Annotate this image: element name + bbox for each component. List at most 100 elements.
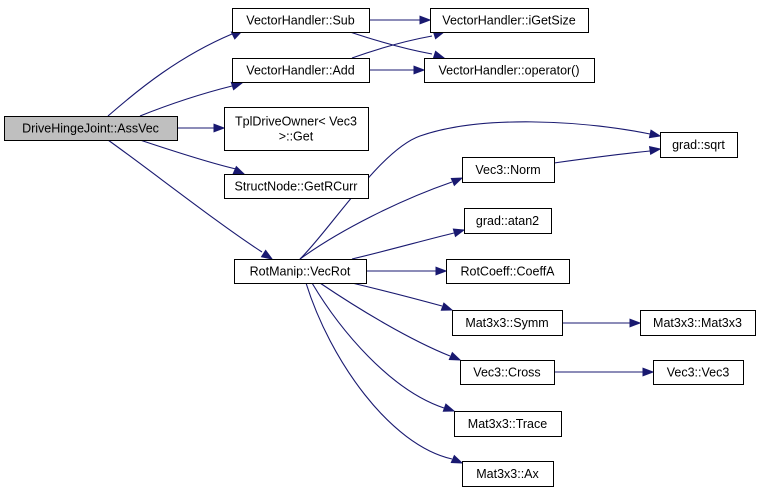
edge-rm-vecrot-to-m-trace bbox=[311, 282, 456, 412]
node-grad-atan2[interactable]: grad::atan2 bbox=[464, 208, 552, 234]
node-tpl-get[interactable]: TplDriveOwner< Vec3>::Get bbox=[224, 107, 369, 151]
edge-line bbox=[351, 35, 433, 59]
node-root[interactable]: DriveHingeJoint::AssVec bbox=[4, 116, 178, 141]
arrowhead-icon bbox=[440, 302, 454, 311]
edge-line bbox=[351, 232, 455, 260]
node-grad-sqrt[interactable]: grad::sqrt bbox=[660, 132, 738, 158]
node-m-ax[interactable]: Mat3x3::Ax bbox=[462, 461, 554, 487]
node-box[interactable] bbox=[462, 157, 555, 183]
edge-vec3-norm-to-grad-sqrt bbox=[553, 146, 662, 164]
node-box[interactable] bbox=[454, 411, 562, 437]
edge-rm-vecrot-to-vec3-norm bbox=[299, 177, 464, 260]
node-box[interactable] bbox=[660, 132, 738, 158]
node-label: Mat3x3::Ax bbox=[476, 467, 539, 481]
edge-vh-add-to-vh-op bbox=[369, 65, 426, 75]
node-label: RotManip::VecRot bbox=[250, 265, 351, 279]
node-rc-coeffa[interactable]: RotCoeff::CoeffA bbox=[446, 259, 570, 284]
arrowhead-icon bbox=[648, 129, 662, 139]
arrowhead-icon bbox=[413, 65, 426, 75]
arrowhead-icon bbox=[452, 228, 466, 238]
node-box[interactable] bbox=[424, 58, 595, 83]
node-label: DriveHingeJoint::AssVec bbox=[22, 122, 159, 136]
node-v-cross[interactable]: Vec3::Cross bbox=[460, 360, 555, 385]
node-box[interactable] bbox=[452, 310, 563, 336]
edge-root-to-sn-getrcurr bbox=[139, 139, 246, 175]
edge-line bbox=[299, 181, 453, 260]
node-box[interactable] bbox=[464, 208, 552, 234]
node-m-symm[interactable]: Mat3x3::Symm bbox=[452, 310, 563, 336]
edge-root-to-rm-vecrot bbox=[107, 139, 274, 260]
node-label: VectorHandler::Sub bbox=[246, 14, 354, 28]
node-label: Mat3x3::Trace bbox=[468, 417, 547, 431]
node-box[interactable] bbox=[430, 8, 589, 33]
edge-line bbox=[553, 150, 651, 164]
node-label: StructNode::GetRCurr bbox=[235, 180, 358, 194]
edge-line bbox=[349, 31, 433, 55]
node-box[interactable] bbox=[446, 259, 570, 284]
edge-line bbox=[351, 282, 443, 307]
node-label: VectorHandler::iGetSize bbox=[442, 14, 575, 28]
arrowhead-icon bbox=[432, 50, 446, 60]
node-label: VectorHandler::operator() bbox=[438, 64, 579, 78]
node-vh-igetsize[interactable]: VectorHandler::iGetSize bbox=[430, 8, 589, 33]
arrowhead-icon bbox=[450, 454, 464, 464]
node-v-vec3[interactable]: Vec3::Vec3 bbox=[653, 360, 744, 385]
node-vh-sub[interactable]: VectorHandler::Sub bbox=[232, 8, 370, 33]
edge-v-cross-to-v-vec3 bbox=[554, 367, 655, 377]
node-m-trace[interactable]: Mat3x3::Trace bbox=[454, 411, 562, 437]
node-rm-vecrot[interactable]: RotManip::VecRot bbox=[234, 259, 367, 284]
edge-m-symm-to-m-mat3x3 bbox=[562, 318, 642, 328]
node-label: Vec3::Cross bbox=[473, 366, 540, 380]
node-box[interactable] bbox=[653, 360, 744, 385]
node-label: Mat3x3::Mat3x3 bbox=[653, 316, 742, 330]
node-label: Mat3x3::Symm bbox=[465, 316, 548, 330]
arrowhead-icon bbox=[448, 351, 462, 361]
edge-rm-vecrot-to-grad-atan2 bbox=[351, 228, 466, 260]
node-vh-op[interactable]: VectorHandler::operator() bbox=[424, 58, 595, 83]
node-label: grad::atan2 bbox=[476, 214, 539, 228]
edge-line bbox=[139, 139, 237, 170]
edge-rm-vecrot-to-v-cross bbox=[319, 282, 462, 361]
node-box[interactable] bbox=[462, 461, 554, 487]
arrowhead-icon bbox=[435, 266, 448, 276]
node-vh-add[interactable]: VectorHandler::Add bbox=[232, 58, 370, 83]
nodes-layer: DriveHingeJoint::AssVec VectorHandler::Su… bbox=[4, 8, 756, 487]
edge-line bbox=[319, 282, 451, 357]
node-box[interactable] bbox=[640, 310, 756, 336]
node-label: grad::sqrt bbox=[672, 138, 725, 152]
node-m-mat3x3[interactable]: Mat3x3::Mat3x3 bbox=[640, 310, 756, 336]
arrowhead-icon bbox=[642, 367, 655, 377]
node-box[interactable] bbox=[232, 58, 370, 83]
node-label: >::Get bbox=[279, 130, 314, 144]
node-box[interactable] bbox=[4, 116, 178, 141]
node-box[interactable] bbox=[234, 259, 367, 284]
node-vec3-norm[interactable]: Vec3::Norm bbox=[462, 157, 555, 183]
edge-line bbox=[107, 33, 233, 117]
edges-layer bbox=[107, 15, 662, 464]
edge-rm-vecrot-to-grad-sqrt bbox=[299, 121, 662, 260]
node-sn-getrcurr[interactable]: StructNode::GetRCurr bbox=[224, 174, 369, 199]
arrowhead-icon bbox=[230, 81, 244, 91]
node-label: TplDriveOwner< Vec3 bbox=[235, 115, 357, 129]
edge-rm-vecrot-to-m-symm bbox=[351, 282, 454, 311]
edge-line bbox=[311, 282, 445, 409]
node-label: RotCoeff::CoeffA bbox=[460, 265, 555, 279]
arrowhead-icon bbox=[442, 403, 456, 412]
node-box[interactable] bbox=[224, 174, 369, 199]
edge-line bbox=[139, 85, 233, 117]
arrowhead-icon bbox=[629, 318, 642, 328]
node-label: Vec3::Norm bbox=[475, 163, 540, 177]
arrowhead-icon bbox=[419, 15, 432, 25]
node-box[interactable] bbox=[232, 8, 370, 33]
arrowhead-icon bbox=[648, 146, 662, 155]
edge-line bbox=[107, 139, 263, 253]
arrowhead-icon bbox=[213, 123, 226, 133]
node-label: VectorHandler::Add bbox=[246, 64, 354, 78]
node-box[interactable] bbox=[460, 360, 555, 385]
node-box[interactable] bbox=[224, 107, 369, 151]
node-label: Vec3::Vec3 bbox=[667, 366, 730, 380]
edge-line bbox=[299, 121, 651, 260]
edge-vh-sub-to-vh-igetsize bbox=[369, 15, 432, 25]
edge-root-to-tpl-get bbox=[177, 123, 226, 133]
